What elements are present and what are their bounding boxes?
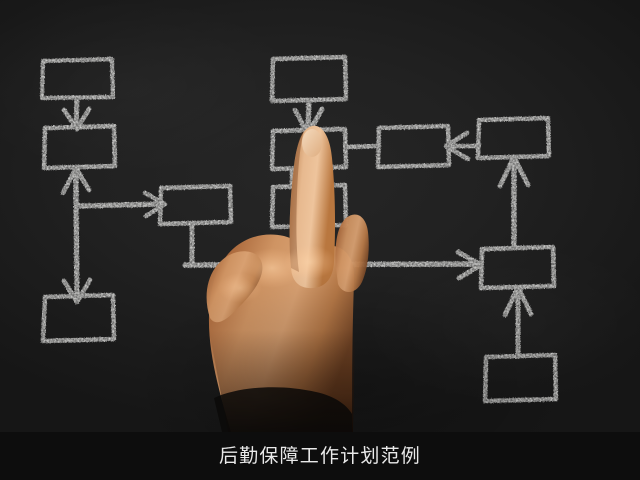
mid-left-box [41, 123, 118, 171]
caption-bar: 后勤保障工作计划范例 [0, 432, 640, 480]
top-left-box [39, 56, 116, 101]
arrow-left-to-center [75, 190, 168, 219]
chalk-flowchart [39, 54, 559, 404]
left-spine [73, 193, 80, 303]
line-mid-center-right [343, 143, 382, 150]
caption-text: 后勤保障工作计划范例 [218, 444, 421, 467]
lower-center-box [269, 182, 349, 230]
arrow-down-to-bottom-left [61, 277, 93, 305]
arrow-long-right [182, 249, 484, 281]
blackboard-photo [0, 0, 640, 432]
right-middle-box [478, 244, 557, 291]
top-center-box [269, 54, 349, 104]
arrow-into-mid-right [443, 130, 482, 162]
far-right-top-box [475, 115, 552, 161]
arrow-top-left-down [61, 95, 92, 132]
bottom-left-box [40, 292, 117, 344]
center-left-box [157, 183, 234, 227]
bottom-right-box [482, 352, 559, 404]
mid-right-box [375, 123, 452, 170]
arrow-up-from-bottom-right [502, 284, 534, 359]
arrow-up-to-far-right-top [497, 154, 531, 248]
